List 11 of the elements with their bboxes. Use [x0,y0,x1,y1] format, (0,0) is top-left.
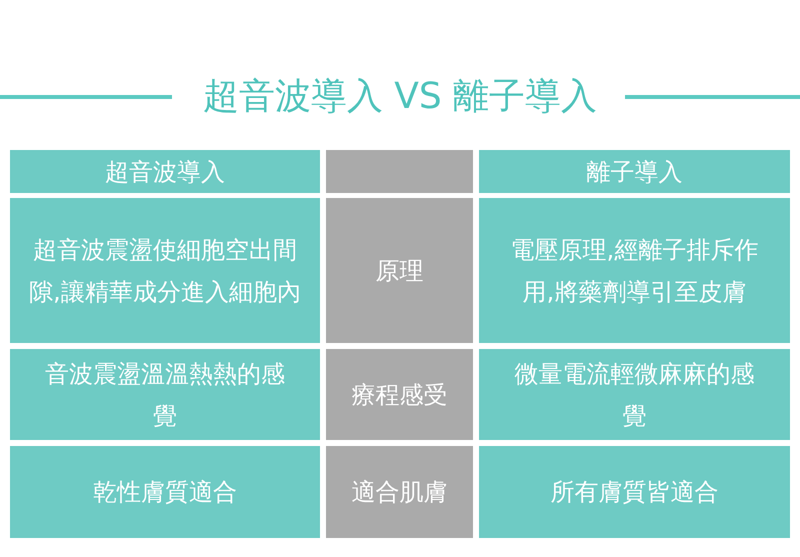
table-cell: 乾性膚質適合 [10,446,320,538]
table-cell: 超音波震盪使細胞空出間隙,讓精華成分進入細胞內 [10,198,320,343]
row-header-cell: 適合肌膚 [326,446,473,538]
table-cell: 電壓原理,經離子排斥作用,將藥劑導引至皮膚 [479,198,790,343]
row-header-cell: 療程感受 [326,349,473,440]
table-cell: 微量電流輕微麻麻的感覺 [479,349,790,440]
header-cell: 離子導入 [479,150,790,193]
row-header-cell: 原理 [326,198,473,343]
header-cell: 超音波導入 [10,150,320,193]
table-cell: 音波震盪溫溫熱熱的感覺 [10,349,320,440]
table-cell: 所有膚質皆適合 [479,446,790,538]
